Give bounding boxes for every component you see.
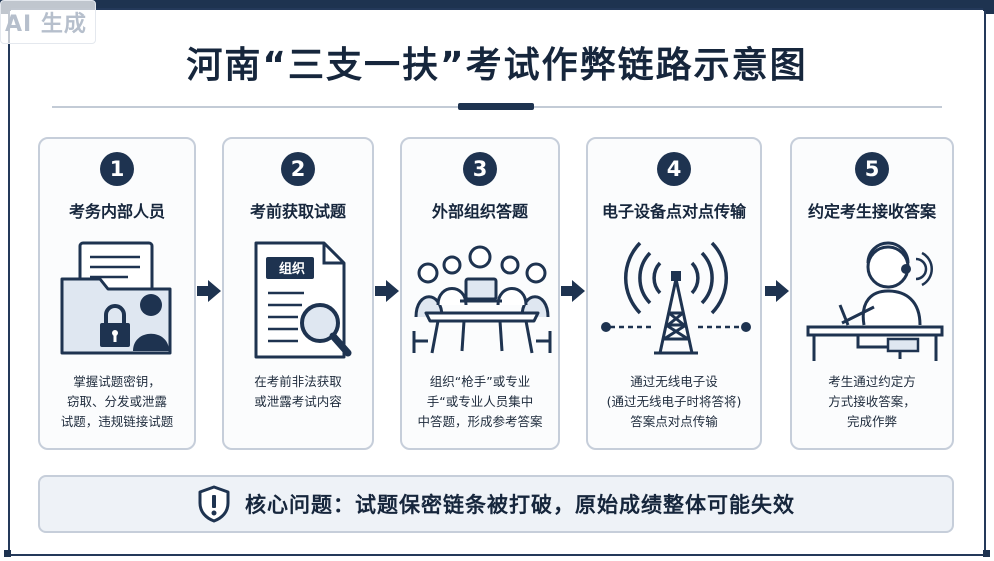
desc-line: 方式接收答案， (828, 394, 916, 409)
step-description: 掌握试题密钥， 窃取、分发或泄露 试题，违规链接试题 (46, 372, 188, 432)
step-card-3: 3 外部组织答题 组织“枪手”或专业 手“或专业人员集中 中答题，形成参考答案 (400, 137, 560, 450)
step-description: 通过无线电子设 (通过无线电子时将答将) 答案点对点传输 (594, 372, 754, 432)
flow-arrow-icon (375, 280, 399, 302)
desc-line: 试题，违规链接试题 (60, 414, 174, 429)
frame-corner (983, 4, 990, 11)
step-number-badge: 4 (657, 152, 691, 186)
flow-arrow-icon (765, 280, 789, 302)
desc-line: (通过无线电子时将答将) (606, 394, 742, 409)
shield-alert-icon (198, 485, 230, 523)
step-number-badge: 5 (855, 152, 889, 186)
step-title: 考务内部人员 (68, 202, 165, 221)
team-meeting-icon (402, 235, 558, 365)
desc-line: 窃取、分发或泄露 (66, 394, 167, 409)
title-accent-bar (458, 103, 534, 110)
document-magnifier-icon (224, 235, 372, 365)
core-issue-banner: 核心问题：试题保密链条被打破，原始成绩整体可能失效 (38, 475, 954, 533)
desc-line: 通过无线电子设 (630, 374, 718, 389)
student-earpiece-icon (792, 235, 952, 365)
desc-line: 手“或专业人员集中 (426, 394, 534, 409)
step-number-badge: 3 (463, 152, 497, 186)
desc-line: 完成作弊 (846, 414, 897, 429)
step-title: 电子设备点对点传输 (601, 202, 746, 221)
step-title: 考前获取试题 (249, 202, 346, 221)
step-card-2: 2 考前获取试题 组织 在考前非法获取 或泄露考试内容 (222, 137, 374, 450)
step-card-1: 1 考务内部人员 掌握试题密钥， 窃取、分发或泄露 试题，违规链接试题 (38, 137, 196, 450)
desc-line: 或泄露考试内容 (254, 394, 342, 409)
page-title: 河南“三支一扶”考试作弊链路示意图 (186, 45, 808, 86)
flow-arrow-icon (197, 280, 221, 302)
desc-line: 中答题，形成参考答案 (417, 414, 543, 429)
step-card-4: 4 电子设备点对点传输 通过无线电子设 (通过无线电子时将答将) 答案点对点传输 (586, 137, 762, 450)
frame-corner (983, 550, 990, 557)
core-issue-text: 核心问题：试题保密链条被打破，原始成绩整体可能失效 (245, 493, 795, 517)
step-description: 在考前非法获取 或泄露考试内容 (230, 372, 366, 412)
desc-line: 答案点对点传输 (630, 414, 718, 429)
folder-lock-person-icon (40, 235, 194, 365)
flow-arrow-icon (561, 280, 585, 302)
ai-watermark: AI 生成 (0, 0, 96, 44)
frame-corner (4, 550, 11, 557)
desc-line: 掌握试题密钥， (73, 374, 161, 389)
step-card-5: 5 约定考生接收答案 考生通过约定方 方式接收答案， 完成作弊 (790, 137, 954, 450)
step-number-badge: 2 (281, 152, 315, 186)
desc-line: 考生通过约定方 (828, 374, 916, 389)
desc-line: 在考前非法获取 (254, 374, 342, 389)
signal-tower-icon (588, 235, 760, 365)
desc-line: 组织“枪手”或专业 (429, 374, 531, 389)
step-description: 组织“枪手”或专业 手“或专业人员集中 中答题，形成参考答案 (408, 372, 552, 432)
document-tag-label: 组织 (278, 262, 305, 277)
step-number-badge: 1 (100, 152, 134, 186)
step-title: 约定考生接收答案 (807, 202, 936, 221)
step-title: 外部组织答题 (431, 202, 528, 221)
step-description: 考生通过约定方 方式接收答案， 完成作弊 (798, 372, 946, 432)
